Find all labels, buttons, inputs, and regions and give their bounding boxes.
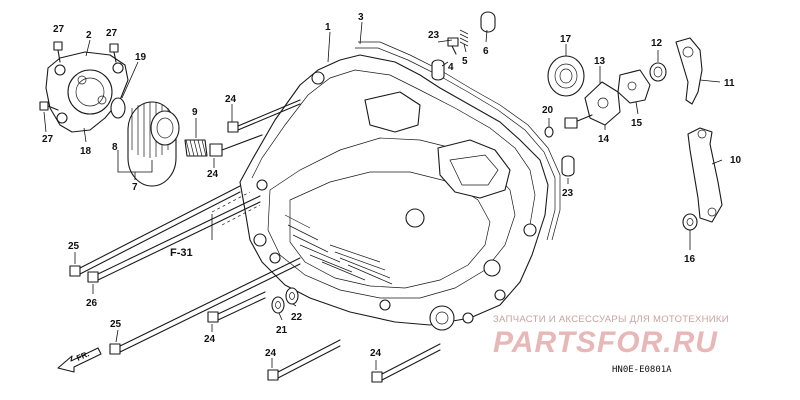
callout-27a: 27 <box>53 24 65 35</box>
cover-vent-slots <box>284 214 393 285</box>
watermark-logo: PARTSFOR.RU <box>493 326 718 359</box>
part-12 <box>649 62 667 82</box>
plug-6 <box>480 11 496 33</box>
callouts: 1 2 3 4 5 6 7 8 9 10 11 12 13 14 15 16 1 <box>42 12 742 370</box>
callout-13: 13 <box>594 56 606 67</box>
callout-22: 22 <box>291 312 303 323</box>
crankcase-cover <box>239 54 549 331</box>
callout-26: 26 <box>86 298 98 309</box>
spring-5 <box>459 29 469 47</box>
section-ref-label: F-31 <box>170 247 193 259</box>
part-11 <box>675 37 703 105</box>
part-13 <box>564 81 621 129</box>
watermark-caption: ЗАПЧАСТИ И АКСЕССУАРЫ ДЛЯ МОТОТЕХНИКИ <box>493 314 729 325</box>
washer-20 <box>544 126 554 138</box>
part-15 <box>617 69 651 104</box>
callout-17: 17 <box>560 34 572 45</box>
callout-3: 3 <box>358 12 364 23</box>
callout-24e: 24 <box>370 348 382 359</box>
callout-7: 7 <box>132 182 138 193</box>
callout-18: 18 <box>80 146 92 157</box>
washer-21 <box>271 296 285 314</box>
watermark: ЗАПЧАСТИ И АКСЕССУАРЫ ДЛЯ МОТОТЕХНИКИ PA… <box>493 314 729 359</box>
small-bolt-23-top <box>447 37 459 55</box>
callout-9: 9 <box>192 107 198 118</box>
bolt-24-a <box>209 134 263 157</box>
callout-15: 15 <box>631 118 643 129</box>
callout-16: 16 <box>684 254 696 265</box>
callout-24d: 24 <box>265 348 277 359</box>
washer-16 <box>682 213 698 231</box>
callout-14: 14 <box>598 134 610 145</box>
callout-1: 1 <box>325 22 331 33</box>
front-arrow: FR. <box>57 347 102 373</box>
callout-5: 5 <box>462 56 468 67</box>
callout-27c: 27 <box>42 134 54 145</box>
bolt-27-set <box>39 41 119 111</box>
diagram-reference-code: HN0E-E0801A <box>612 365 672 375</box>
callout-8: 8 <box>112 142 118 153</box>
callout-27b: 27 <box>106 28 118 39</box>
filter-cover-assembly <box>45 51 129 133</box>
callout-23a: 23 <box>428 30 440 41</box>
callout-25b: 25 <box>110 319 122 330</box>
callout-25a: 25 <box>68 241 80 252</box>
long-bolts <box>69 185 301 355</box>
callout-24a: 24 <box>225 94 237 105</box>
cover-gasket <box>355 41 561 241</box>
callout-6: 6 <box>483 46 489 57</box>
callout-10: 10 <box>730 155 742 166</box>
callout-4: 4 <box>448 62 454 73</box>
callout-21: 21 <box>276 325 288 336</box>
section-reference: F-31 <box>170 214 213 259</box>
callout-12: 12 <box>651 38 663 49</box>
arm-10 <box>687 127 723 223</box>
bolt-24-b <box>227 99 301 133</box>
dowel-23-right <box>561 155 575 177</box>
callout-11: 11 <box>724 78 735 89</box>
bolts-24-lower <box>207 291 441 383</box>
filter-spring <box>184 139 208 157</box>
callout-19: 19 <box>135 52 147 63</box>
oil-seal-17 <box>547 55 585 97</box>
callout-24c: 24 <box>204 334 216 345</box>
dowel-pin-4 <box>431 59 445 81</box>
callout-20: 20 <box>542 105 554 116</box>
callout-2: 2 <box>86 30 92 41</box>
callout-24b: 24 <box>207 169 219 180</box>
callout-23b: 23 <box>562 188 574 199</box>
washer-22 <box>285 287 299 305</box>
front-label: FR. <box>75 349 90 362</box>
oil-filter <box>127 101 180 187</box>
